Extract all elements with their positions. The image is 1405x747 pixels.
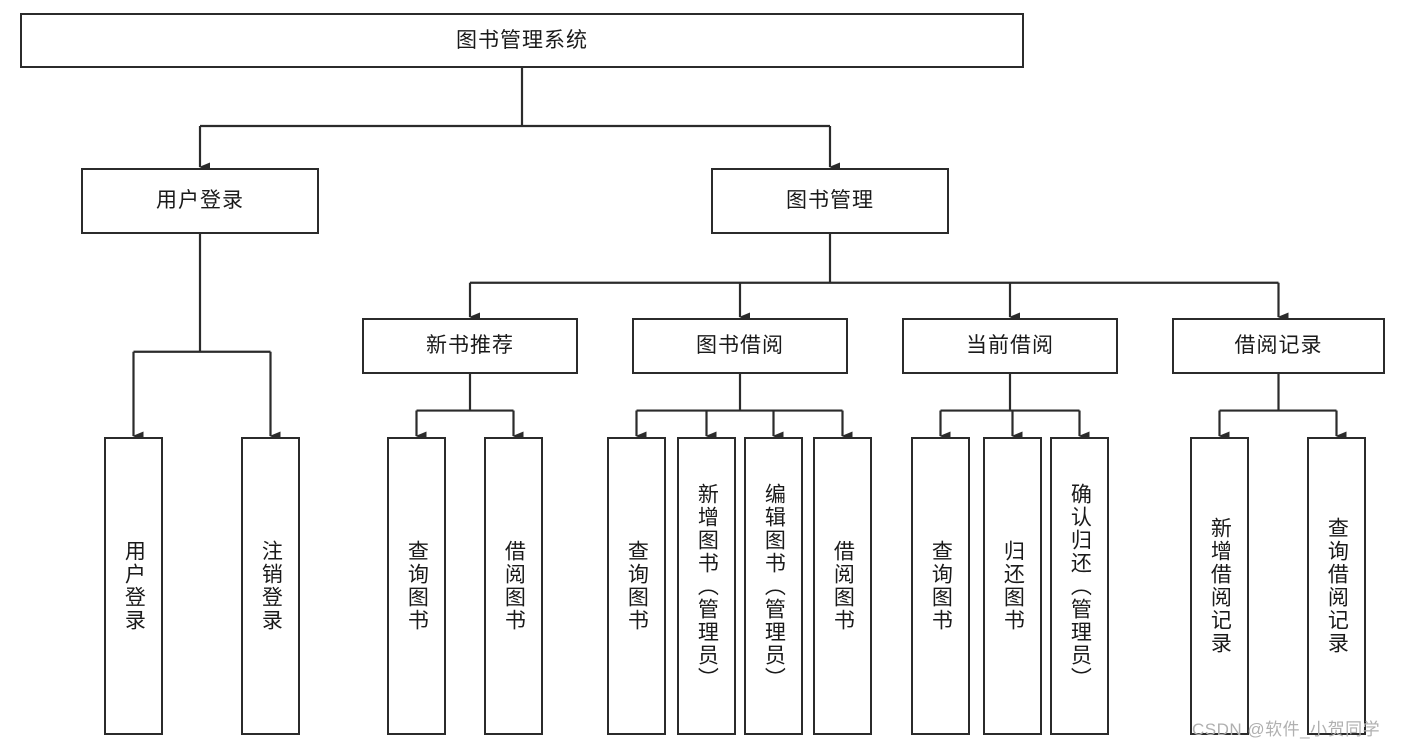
node-label: 图书管理系统 [456,28,588,52]
node-label: 新书推荐 [426,334,514,358]
node-leaf2[interactable]: 注销登录 [241,437,300,735]
node-label: 借阅图书 [831,540,855,632]
node-leaf1[interactable]: 用户登录 [104,437,163,735]
node-label: 新增借阅记录 [1208,517,1232,655]
node-label: 查询借阅记录 [1325,517,1349,655]
node-leaf3[interactable]: 查询图书 [387,437,446,735]
node-current[interactable]: 当前借阅 [902,318,1118,374]
node-leaf9[interactable]: 查询图书 [911,437,970,735]
node-label: 归还图书 [1001,540,1025,632]
node-label: 注销登录 [259,540,283,632]
node-label: 当前借阅 [966,334,1054,358]
node-leaf13[interactable]: 查询借阅记录 [1307,437,1366,735]
node-label: 图书借阅 [696,334,784,358]
node-label: 新增图书（管理员） [695,482,719,690]
node-leaf10[interactable]: 归还图书 [983,437,1042,735]
node-records[interactable]: 借阅记录 [1172,318,1385,374]
node-root[interactable]: 图书管理系统 [20,13,1024,68]
node-leaf5[interactable]: 查询图书 [607,437,666,735]
node-leaf6[interactable]: 新增图书（管理员） [677,437,736,735]
node-leaf12[interactable]: 新增借阅记录 [1190,437,1249,735]
node-newbook[interactable]: 新书推荐 [362,318,578,374]
node-leaf8[interactable]: 借阅图书 [813,437,872,735]
node-bookmgmt[interactable]: 图书管理 [711,168,949,234]
node-label: 确认归还（管理员） [1068,482,1092,690]
watermark-text: CSDN @软件_小贺同学 [1192,720,1381,739]
node-borrow[interactable]: 图书借阅 [632,318,848,374]
node-leaf7[interactable]: 编辑图书（管理员） [744,437,803,735]
node-label: 借阅图书 [502,540,526,632]
node-label: 借阅记录 [1234,334,1323,358]
edge-group [132,68,1347,441]
node-login[interactable]: 用户登录 [81,168,319,234]
node-label: 编辑图书（管理员） [762,482,786,690]
node-label: 用户登录 [122,540,146,632]
node-label: 用户登录 [156,189,244,213]
node-label: 图书管理 [786,189,874,213]
node-label: 查询图书 [625,540,649,632]
node-label: 查询图书 [405,540,429,632]
node-leaf4[interactable]: 借阅图书 [484,437,543,735]
node-label: 查询图书 [929,540,953,632]
node-leaf11[interactable]: 确认归还（管理员） [1050,437,1109,735]
